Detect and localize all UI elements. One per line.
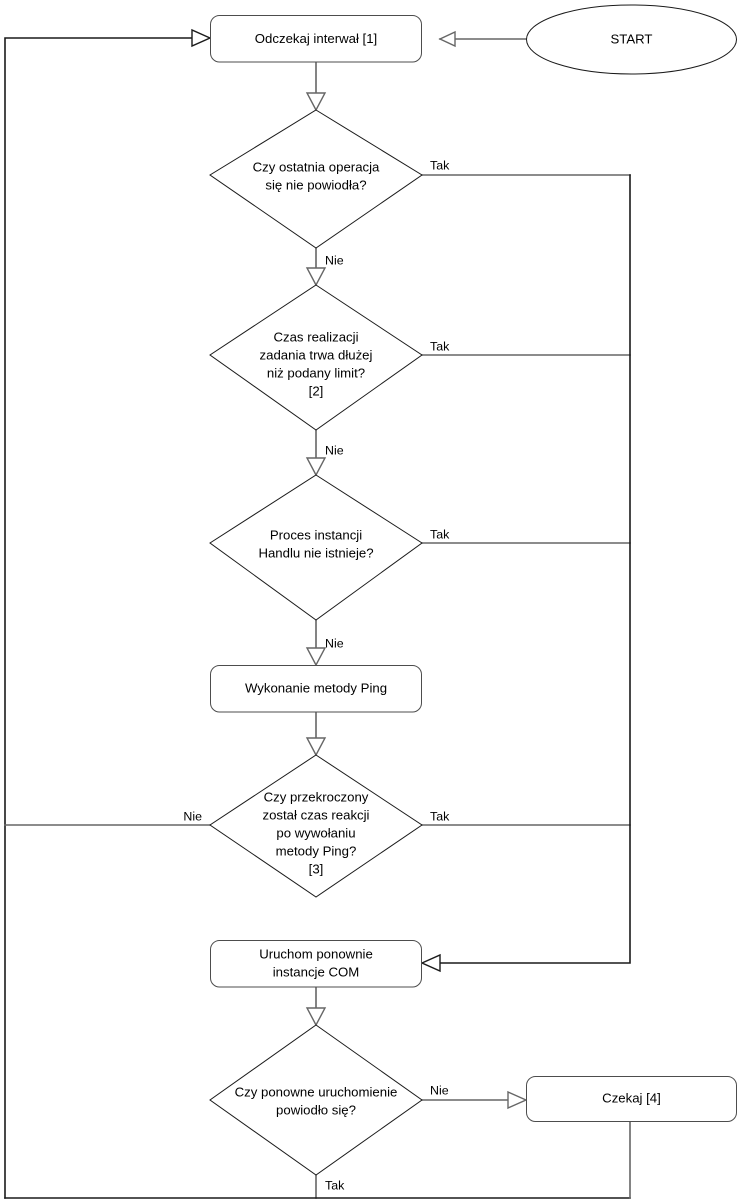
edge-label-decision3-yes: Tak (430, 527, 450, 541)
arrowhead-to-ping-method (305, 647, 327, 667)
arrowhead-to-decision3 (305, 457, 327, 477)
node-wait-interval[interactable] (210, 15, 422, 63)
edge-label-decision1-yes: Tak (430, 158, 450, 172)
node-decision-restart-ok-line-0: Czy ponowne uruchomienie (235, 1084, 398, 1099)
node-ping-method[interactable] (210, 665, 422, 713)
node-decision-task-time-limit[interactable] (209, 284, 423, 431)
node-decision-ping-timeout-line-1: został czas reakcji (262, 807, 369, 822)
node-decision-task-time-limit-line-2: niż podany limit? (267, 365, 365, 380)
node-decision-trade-process-missing-line-0: Proces instancji (270, 527, 362, 542)
node-decision-ping-timeout[interactable] (209, 754, 423, 898)
node-decision-task-time-limit-line-1: zadania trwa dłużej (260, 347, 373, 362)
node-decision-ping-timeout-line-3: metody Ping? (276, 843, 357, 858)
arrowhead-to-decision2 (305, 267, 327, 287)
node-wait-interval-label: Odczekaj interwał [1] (255, 31, 377, 46)
edge-label-decision1-no: Nie (325, 253, 344, 267)
arrowhead-to-decision5 (305, 1007, 327, 1027)
node-decision-task-time-limit-line-3: [2] (309, 383, 324, 398)
edge-label-decision4-yes: Tak (430, 809, 450, 823)
arrowhead-left-return-to-wait-interval (191, 28, 212, 48)
arrowhead-right-bus-to-restart-com (420, 953, 441, 973)
edge-label-decision3-no: Nie (325, 636, 344, 650)
edge-left-return-bus (4, 37, 193, 1199)
arrowhead-start-to-wait-interval (438, 30, 456, 48)
arrowhead-to-decision4 (305, 737, 327, 757)
node-restart-com[interactable] (210, 940, 422, 988)
edge-label-decision2-yes: Tak (430, 339, 450, 353)
node-decision-trade-process-missing[interactable] (209, 474, 423, 621)
edge-label-decision5-yes: Tak (325, 1178, 345, 1192)
node-decision-trade-process-missing-line-1: Handlu nie istnieje? (258, 545, 373, 560)
node-decision-ping-timeout-line-0: Czy przekroczony (264, 789, 369, 804)
node-ping-method-label: Wykonanie metody Ping (245, 680, 387, 695)
node-start-label: START (610, 31, 652, 46)
node-wait-label: Czekaj [4] (602, 1090, 661, 1105)
node-decision-last-operation-failed[interactable] (209, 109, 423, 249)
edge-label-decision2-no: Nie (325, 443, 344, 457)
node-decision-ping-timeout-line-2: po wywołaniu (276, 825, 355, 840)
arrowhead-to-decision1 (305, 92, 327, 112)
node-decision-restart-ok-line-1: powiodło się? (276, 1102, 356, 1117)
node-decision-last-operation-failed-line-0: Czy ostatnia operacja (253, 159, 380, 174)
node-decision-task-time-limit-line-0: Czas realizacji (273, 329, 358, 344)
node-restart-com-line-0: Uruchom ponownie (259, 946, 373, 961)
node-decision-restart-ok[interactable] (209, 1024, 423, 1176)
node-restart-com-line-1: instancje COM (273, 964, 359, 979)
node-decision-ping-timeout-line-4: [3] (309, 861, 324, 876)
arrowhead-to-wait (507, 1090, 528, 1110)
edge-right-bus-to-restart-com (439, 174, 631, 964)
node-decision-last-operation-failed-line-1: się nie powiodła? (265, 177, 366, 192)
edge-label-decision5-no: Nie (430, 1083, 449, 1097)
edge-label-decision4-no: Nie (183, 809, 202, 823)
